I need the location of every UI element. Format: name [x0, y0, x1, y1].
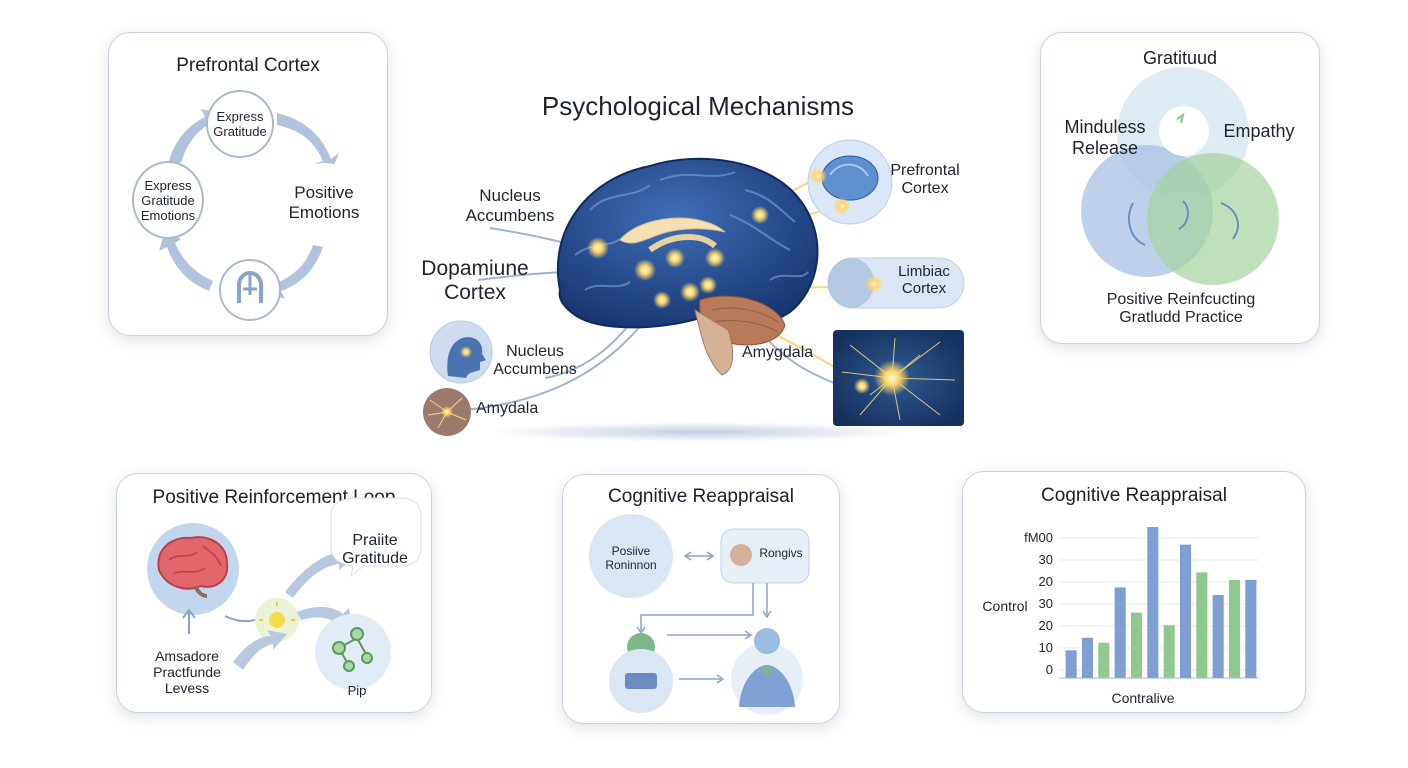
- chart-bar: [1130, 612, 1143, 678]
- label-nucleus-accumbens-top: Nucleus Accumbens: [465, 186, 555, 225]
- brain-outline-icon: [237, 270, 263, 303]
- chart-bar: [1163, 625, 1175, 678]
- chart-bar: [1179, 544, 1192, 678]
- chart-panel: Cognitive Reappraisal fM00 30 20 30 20 10 0 Co…: [962, 471, 1306, 713]
- chart-ytick-label: 20: [1039, 618, 1053, 633]
- rongivs-box: [720, 528, 810, 584]
- venn-circle-right: [1147, 153, 1279, 285]
- main-title: Psychological Mechanisms: [541, 91, 855, 121]
- reappraisal-flow-panel: Cognitive Reappraisal Posiive Roninnon R…: [562, 474, 840, 724]
- reinforcement-loop-panel: Positive Reinforcement Loop Praiite Grat…: [116, 473, 432, 713]
- molecule-icon: [315, 614, 391, 690]
- cycle-node-top: Express Gratitude: [206, 90, 274, 158]
- positive-node: [589, 514, 673, 598]
- cycle-arrow-icon: [1128, 202, 1146, 246]
- chart-xlabel: Contralive: [1111, 690, 1175, 706]
- speech-bubble: [330, 497, 422, 578]
- venn-label-mindfulness: Minduless Release: [1064, 117, 1146, 158]
- chart-bar: [1098, 642, 1110, 678]
- loop-bottom-left-label: Amsadore Practfunde Levess: [153, 648, 221, 697]
- chart-bar: [1147, 527, 1159, 678]
- chart-bar: [1114, 587, 1126, 678]
- cycle-panel-title: Prefrontal Cortex: [176, 55, 320, 76]
- chart-bar: [1212, 594, 1224, 678]
- chart-ytick-label: 30: [1039, 552, 1053, 567]
- loop-pip-label: Pip: [347, 683, 367, 698]
- chart-panel-title: Cognitive Reappraisal: [1041, 485, 1227, 506]
- chart-ytick-label: 30: [1039, 596, 1053, 611]
- cycle-node-right-label: Positive Emotions: [288, 183, 360, 222]
- chart-ytick-label: fM00: [1024, 530, 1053, 545]
- cycle-node-right: Positive Emotions: [281, 163, 367, 243]
- reappraisal-panel-title: Cognitive Reappraisal: [608, 486, 794, 507]
- chart-bar: [1065, 650, 1077, 678]
- cycle-node-bottom: [219, 259, 281, 321]
- bar-chart: fM00 30 20 30 20 10 0: [1024, 527, 1259, 679]
- reappraisal-rongivs-label: Rongivs: [759, 546, 803, 560]
- label-limbic-cortex: Limbiac Cortex: [898, 263, 950, 298]
- gratitude-panel: Gratituud Minduless Release Empathy Posi…: [1040, 32, 1320, 344]
- loop-bubble-label: Praiite Gratitude: [342, 532, 408, 568]
- gratitude-panel-title: Gratituud: [1142, 48, 1218, 68]
- chart-ylabel: Control: [982, 598, 1028, 614]
- cycle-arrow-bottom-left: [159, 231, 213, 291]
- chart-bar: [1228, 579, 1241, 678]
- reappraisal-positive-label: Posiive Roninnon: [605, 544, 657, 572]
- chart-ytick-label: 0: [1046, 662, 1053, 677]
- loop-panel-title: Positive Reinforcement Loop: [152, 487, 396, 508]
- venn-label-footer: Positive Reinfcucting Gratludd Practice: [1106, 291, 1256, 327]
- label-nucleus-accumbens-bottom: Nucleus Accumbens: [493, 343, 577, 379]
- label-amygdala-left: Amydala: [476, 400, 539, 417]
- cycle-node-top-label: Express Gratitude: [213, 109, 267, 139]
- venn-label-empathy: Empathy: [1223, 121, 1295, 141]
- chart-bar: [1196, 572, 1208, 678]
- cycle-panel: Prefrontal Cortex Express Gratitude Expr…: [108, 32, 388, 336]
- chart-ytick-label: 20: [1039, 574, 1053, 589]
- cycle-arrow-top-right: [277, 113, 339, 173]
- chart-bar: [1245, 579, 1257, 678]
- label-prefrontal-cortex: Prefrontal Cortex: [890, 162, 960, 198]
- cycle-node-left: Express Gratitude Emotions: [132, 161, 204, 239]
- cycle-node-left-label: Express Gratitude Emotions: [140, 177, 196, 223]
- label-amygdala-right: Amygdala: [742, 344, 814, 361]
- chart-ytick-label: 10: [1039, 640, 1053, 655]
- chart-bar: [1081, 637, 1094, 678]
- label-dopamine-cortex: Dopamiune Cortex: [421, 257, 529, 305]
